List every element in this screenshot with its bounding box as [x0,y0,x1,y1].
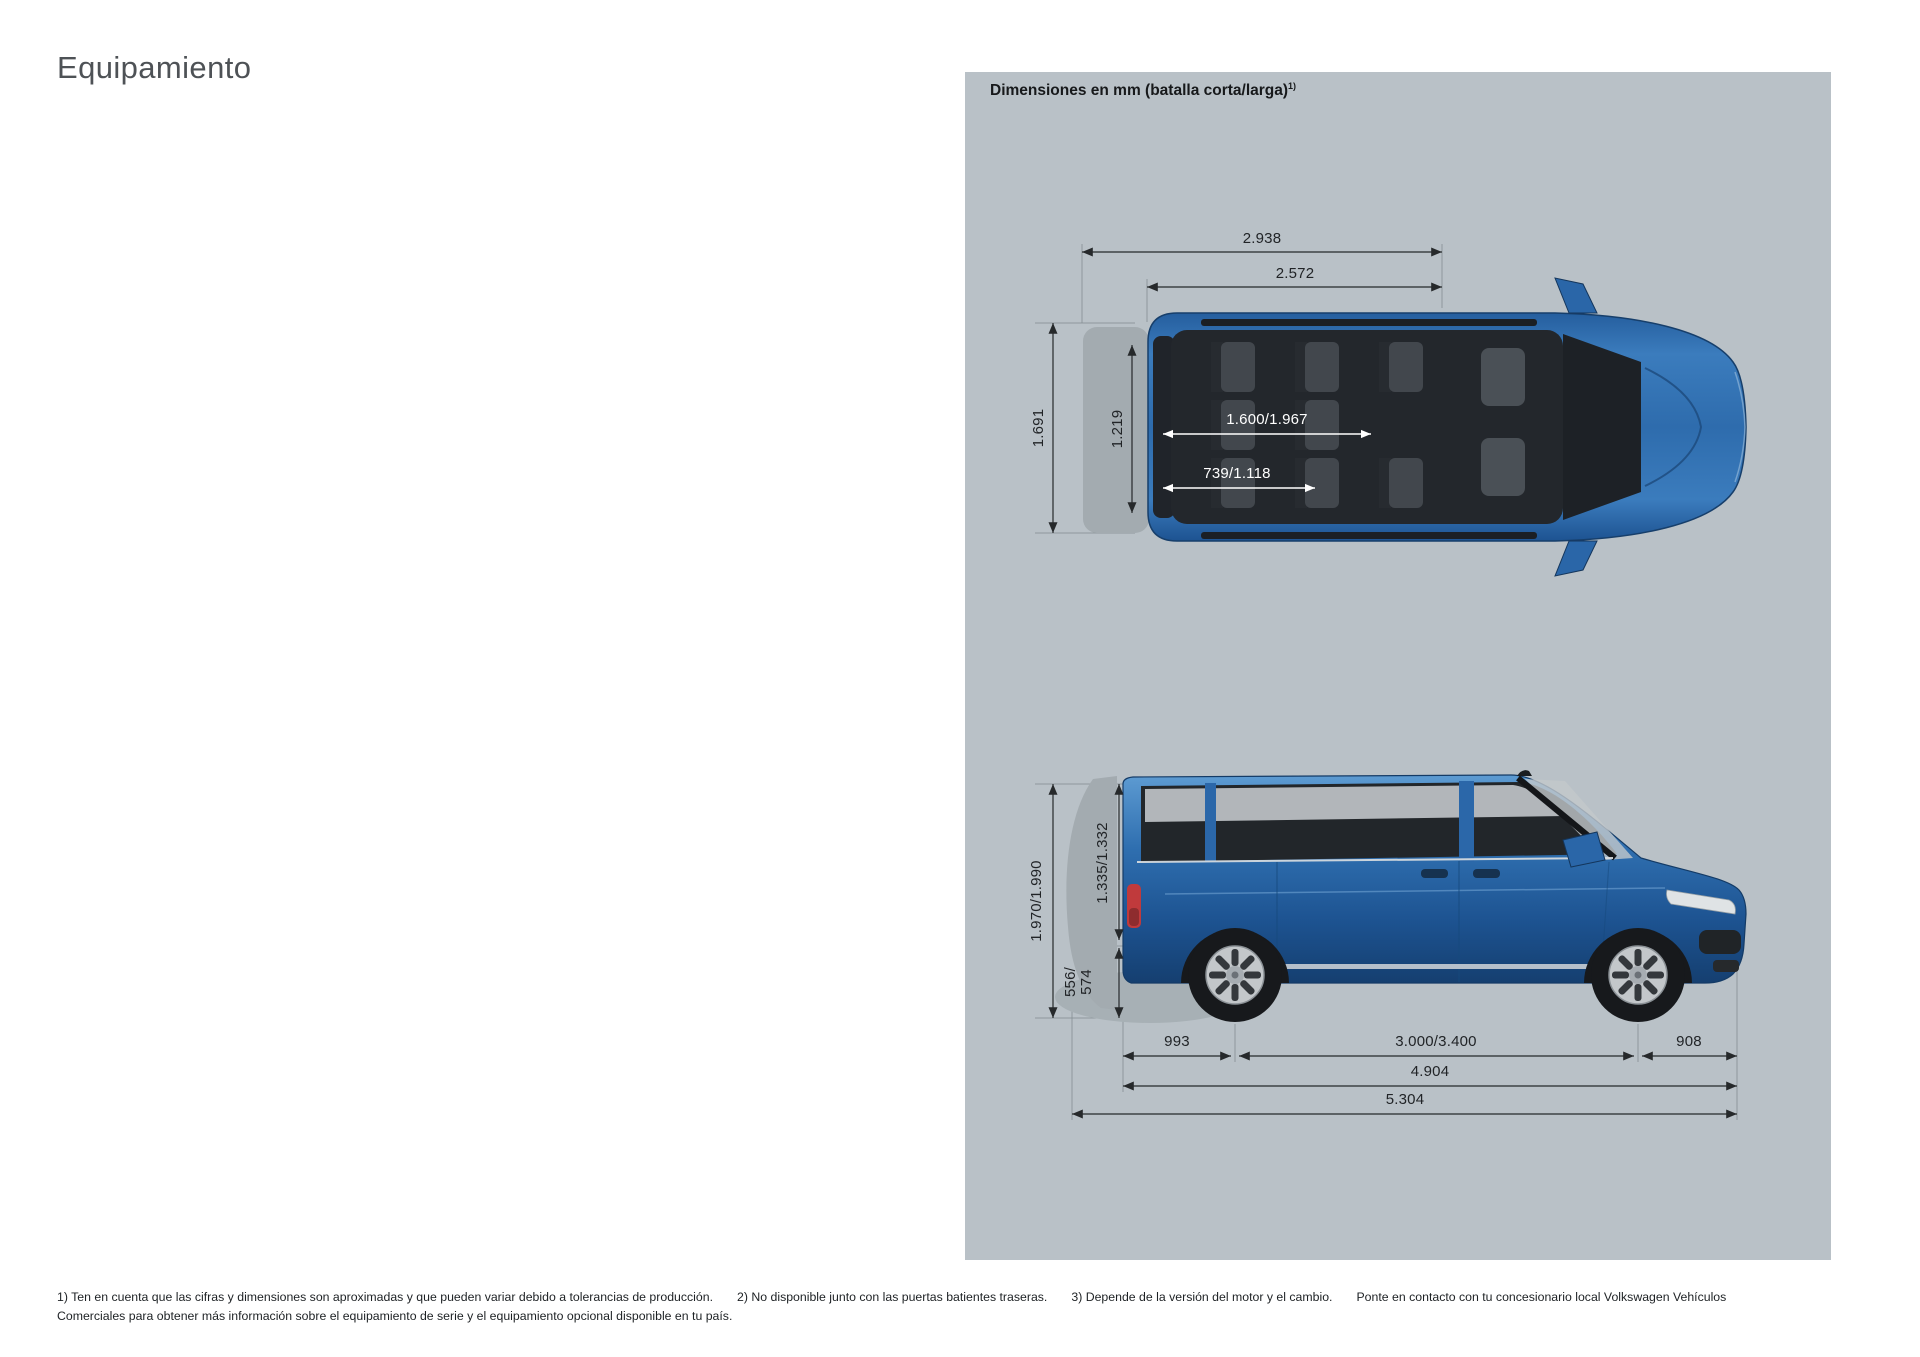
dim-top-width-inner: 2.572 [1276,265,1315,282]
footnotes: 1) Ten en cuenta que las cifras y dimens… [57,1289,1857,1325]
dim-side-sill-height-2: 574 [1078,969,1095,995]
panel-title-superscript: 1) [1288,81,1297,91]
sliding-door-handle [1473,869,1500,878]
top-view-mirror-left [1554,277,1598,314]
front-wheel [1590,927,1686,1023]
dim-interior-length: 1.600/1.967 [1226,411,1307,428]
panel-title: Dimensiones en mm (batalla corta/larga)1… [990,81,1296,100]
dimensions-diagram: 2.938 2.572 1.691 1.219 1.600/1.967 739/… [1028,230,1747,1120]
dim-top-opening-width: 1.219 [1109,410,1126,449]
dim-front-overhang: 908 [1676,1033,1702,1050]
dim-side-opening-height: 1.335/1.332 [1094,822,1111,903]
dim-wheelbase: 3.000/3.400 [1395,1033,1476,1050]
footnote-1: 1) Ten en cuenta que las cifras y dimens… [57,1290,714,1304]
panel-title-text: Dimensiones en mm (batalla corta/larga) [990,82,1289,100]
rear-wheel [1187,927,1283,1023]
footnote-line-2: Comerciales para obtener más información… [57,1309,733,1323]
van-side-illustration [1122,770,1747,1023]
headlight [1666,889,1736,915]
dim-rear-overhang: 993 [1164,1033,1190,1050]
footnote-contact: Ponte en contacto con tu concesionario l… [1356,1290,1727,1304]
side-view: 1.970/1.990 1.335/1.332 556/ 574 993 3.0… [1028,770,1747,1120]
dim-top-width-total: 2.938 [1243,230,1282,247]
dimensions-panel: Dimensiones en mm (batalla corta/larga)1… [965,72,1831,1260]
dim-interior-rear-width: 739/1.118 [1203,465,1270,482]
page-title: Equipamiento [57,50,252,85]
dim-length-tailgate-open: 5.304 [1386,1091,1425,1108]
footnote-3: 3) Depende de la versión del motor y el … [1071,1290,1333,1304]
footnote-2: 2) No disponible junto con las puertas b… [737,1290,1048,1304]
side-view-mirror [1562,831,1606,868]
dim-side-height-total: 1.970/1.990 [1028,860,1045,941]
dim-length: 4.904 [1411,1063,1450,1080]
dim-top-height-total: 1.691 [1030,409,1047,448]
footnote-line-1: 1) Ten en cuenta que las cifras y dimens… [57,1289,1857,1306]
side-view-open-tailgate-silhouette [1066,776,1117,1010]
top-view: 2.938 2.572 1.691 1.219 1.600/1.967 739/… [1030,230,1747,577]
dim-side-sill-height-1: 556/ [1062,966,1079,997]
top-view-mirror-right [1554,540,1598,577]
front-door-handle [1421,869,1448,878]
